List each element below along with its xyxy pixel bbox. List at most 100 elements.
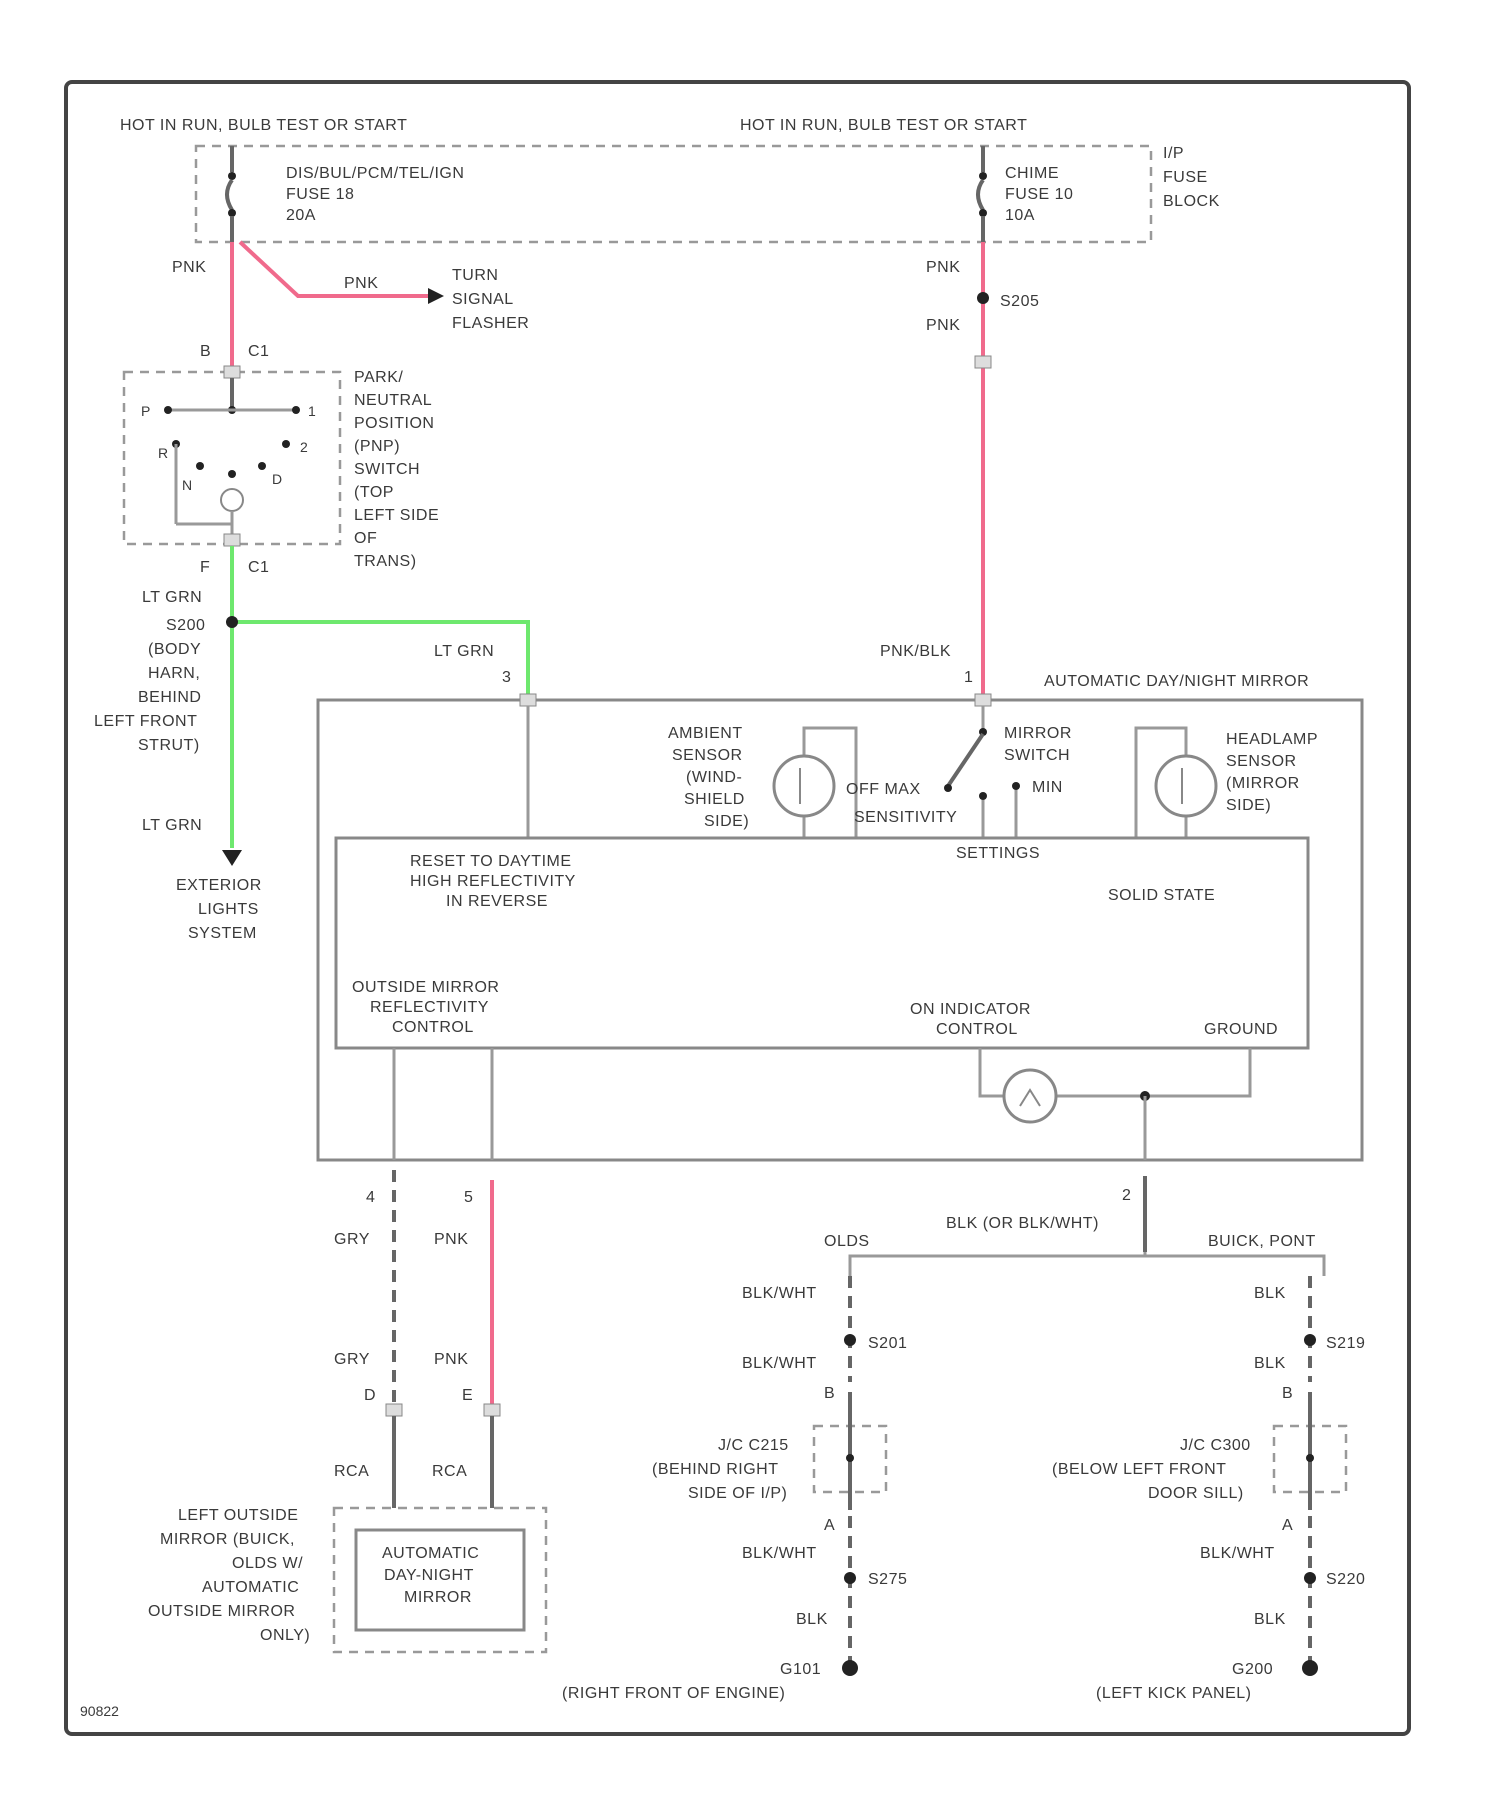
wire-ltgrn-2: LT GRN	[434, 643, 494, 660]
fuse-right-line2: FUSE 10	[1005, 186, 1073, 203]
solid-state-label: SOLID STATE	[1108, 887, 1215, 904]
ambient-line2: SENSOR	[672, 747, 743, 764]
hot-label-left: HOT IN RUN, BULB TEST OR START	[120, 117, 407, 134]
ground-g200-loc: (LEFT KICK PANEL)	[1096, 1685, 1252, 1702]
headlamp-line3: (MIRROR	[1226, 775, 1300, 792]
pnp-name-5: SWITCH	[354, 461, 420, 478]
outside-pin-e: E	[462, 1387, 473, 1404]
fuse-left-line3: 20A	[286, 207, 316, 224]
wire-pnk-left: PNK	[172, 259, 206, 276]
day-night-mirror: AUTOMATIC DAY/NIGHT MIRROR 3 1 AMBIENT S…	[318, 669, 1362, 1160]
exterior-lights-arrow	[222, 850, 242, 866]
splice-s220: S220	[1326, 1571, 1365, 1588]
splice-s275: S275	[868, 1571, 907, 1588]
pnp-switch: B C1 P R N D 2 1 F C1 PARK/ NEUTRAL POSI…	[124, 343, 439, 576]
jc-c215-line1: J/C C215	[718, 1437, 789, 1454]
pnp-name-7: LEFT SIDE	[354, 507, 439, 524]
turn-flasher-line2: SIGNAL	[452, 291, 514, 308]
pnp-name-8: OF	[354, 530, 377, 547]
pnp-conn-id-bottom: C1	[248, 559, 269, 576]
splice-s219: S219	[1326, 1335, 1365, 1352]
olds-pin-b: B	[824, 1385, 835, 1402]
headlamp-line2: SENSOR	[1226, 753, 1297, 770]
outside-loc-4: AUTOMATIC	[202, 1579, 299, 1596]
outside-mirror-circuit: 4 5 GRY PNK GRY PNK D E RCA RCA AUTOMATI…	[148, 1170, 546, 1652]
ground-circuit: 2 BLK (OR BLK/WHT) OLDS BUICK, PONT BLK/…	[562, 1176, 1365, 1702]
splice-s205: S205	[1000, 293, 1039, 310]
outside-mirror-name1: AUTOMATIC	[382, 1545, 479, 1562]
mirror-settings: SETTINGS	[956, 845, 1040, 862]
ambient-line5: SIDE)	[704, 813, 749, 830]
wire-ltgrn-3: LT GRN	[142, 817, 202, 834]
mirror-pin1: 1	[964, 669, 973, 686]
pnp-conn-id-top: C1	[248, 343, 269, 360]
splice-s201: S201	[868, 1335, 907, 1352]
reset-line2: HIGH REFLECTIVITY	[410, 873, 576, 890]
jc-c300-line2: (BELOW LEFT FRONT	[1052, 1461, 1226, 1478]
headlamp-sensor-icon	[1156, 756, 1216, 816]
mirror-pin5: 5	[464, 1189, 473, 1206]
pnp-pos-d: D	[272, 471, 282, 487]
jc-c300-line1: J/C C300	[1180, 1437, 1251, 1454]
ground-g101: G101	[780, 1661, 821, 1678]
fuse-left-line1: DIS/BUL/PCM/TEL/IGN	[286, 165, 464, 182]
pnp-pos-p: P	[141, 403, 150, 419]
exterior-lights-line1: EXTERIOR	[176, 877, 262, 894]
fuse-block-name3: BLOCK	[1163, 193, 1220, 210]
turn-flasher-line1: TURN	[452, 267, 498, 284]
outside-pin-d: D	[364, 1387, 376, 1404]
wire-gry-2: GRY	[334, 1351, 370, 1368]
outside-loc-3: OLDS W/	[232, 1555, 303, 1572]
fuse-right-line1: CHIME	[1005, 165, 1059, 182]
on-indicator-line2: CONTROL	[936, 1021, 1018, 1038]
pnp-name-6: (TOP	[354, 484, 394, 501]
outside-control-line3: CONTROL	[392, 1019, 474, 1036]
exterior-lights-line2: LIGHTS	[198, 901, 259, 918]
wire-pnk-flasher: PNK	[344, 275, 378, 292]
wire-pnk-out-2: PNK	[434, 1351, 468, 1368]
wire-pnk-out-1: PNK	[434, 1231, 468, 1248]
ambient-sensor-icon	[774, 756, 834, 816]
s200-line5: LEFT FRONT	[94, 713, 197, 730]
mirror-switch-line2: SWITCH	[1004, 747, 1070, 764]
headlamp-line1: HEADLAMP	[1226, 731, 1318, 748]
s200-line3: HARN,	[148, 665, 200, 682]
reset-line1: RESET TO DAYTIME	[410, 853, 572, 870]
ground-g200: G200	[1232, 1661, 1273, 1678]
olds-wire-3: BLK/WHT	[742, 1545, 817, 1562]
fuse-right-line3: 10A	[1005, 207, 1035, 224]
right-feed: PNK PNK S205 PNK/BLK	[880, 242, 1039, 696]
buick-wire-1: BLK	[1254, 1285, 1286, 1302]
s200-line2: (BODY	[148, 641, 201, 658]
buick-pin-b: B	[1282, 1385, 1293, 1402]
outside-loc-6: ONLY)	[260, 1627, 310, 1644]
ground-g101-icon	[842, 1660, 858, 1676]
jc-c215-line3: SIDE OF I/P)	[688, 1485, 787, 1502]
pnp-pos-n: N	[182, 477, 192, 493]
olds-wire-4: BLK	[796, 1611, 828, 1628]
outside-control-line1: OUTSIDE MIRROR	[352, 979, 499, 996]
mirror-min: MIN	[1032, 779, 1063, 796]
mirror-sensitivity: SENSITIVITY	[854, 809, 957, 826]
olds-wire-2: BLK/WHT	[742, 1355, 817, 1372]
mirror-pin2: 2	[1122, 1187, 1131, 1204]
mirror-pin3: 3	[502, 669, 511, 686]
mirror-pin4: 4	[366, 1189, 375, 1206]
left-feed: PNK PNK TURN SIGNAL FLASHER	[172, 242, 529, 370]
wire-blk-or-blkwht: BLK (OR BLK/WHT)	[946, 1215, 1099, 1232]
fuse-block: HOT IN RUN, BULB TEST OR START HOT IN RU…	[120, 117, 1220, 242]
buick-wire-3: BLK/WHT	[1200, 1545, 1275, 1562]
s200-line4: BEHIND	[138, 689, 201, 706]
wire-gry-1: GRY	[334, 1231, 370, 1248]
pnp-pos-r: R	[158, 445, 168, 461]
ground-g200-icon	[1302, 1660, 1318, 1676]
wire-rca-1: RCA	[334, 1463, 369, 1480]
reset-line3: IN REVERSE	[446, 893, 548, 910]
hot-label-right: HOT IN RUN, BULB TEST OR START	[740, 117, 1027, 134]
outside-mirror-name3: MIRROR	[404, 1589, 472, 1606]
branch-olds: OLDS	[824, 1233, 870, 1250]
pnp-name-9: TRANS)	[354, 553, 417, 570]
on-indicator-line1: ON INDICATOR	[910, 1001, 1031, 1018]
figure-id: 90822	[80, 1703, 119, 1719]
